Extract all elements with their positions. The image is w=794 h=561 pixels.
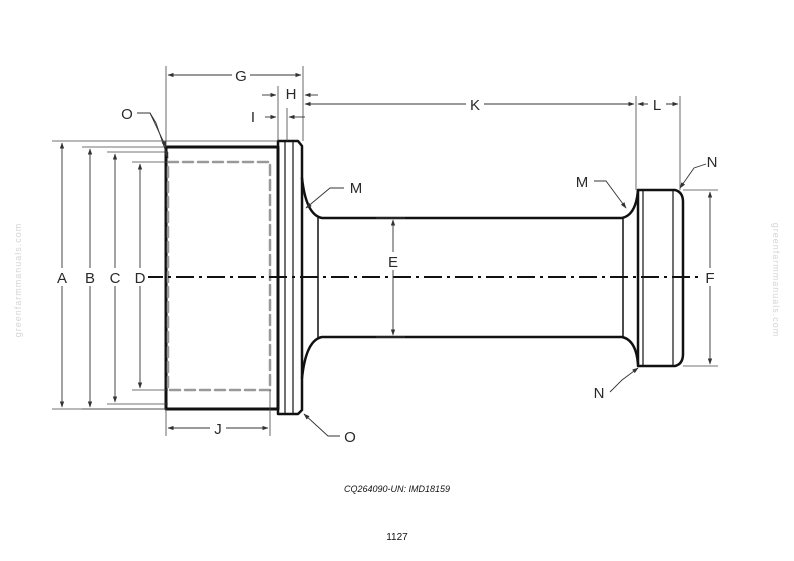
flange (276, 139, 304, 416)
label-d: D (135, 270, 146, 287)
label-f: F (705, 270, 714, 287)
label-g: G (235, 68, 247, 85)
label-o-top: O (121, 106, 133, 123)
label-h: H (286, 86, 297, 103)
label-m-left: M (350, 180, 363, 197)
label-l: L (653, 97, 661, 114)
page-number: 1127 (386, 532, 408, 543)
label-n-top: N (707, 154, 718, 171)
label-a: A (57, 270, 67, 287)
shaft-bottom (300, 335, 640, 380)
shaft-top (300, 176, 640, 220)
dimension-labels: A B C D E F G H I J K L O M M N N O (54, 66, 718, 446)
label-b: B (85, 270, 95, 287)
label-j: J (214, 421, 222, 438)
figure-id: CQ264090-UN: IMD18159 (343, 484, 451, 494)
end-cap (636, 188, 685, 368)
label-n-bottom: N (594, 385, 605, 402)
label-i: I (251, 109, 255, 126)
watermark-right: greenfarmmanuals.com (771, 222, 781, 338)
leader-lines (137, 112, 707, 437)
label-e: E (388, 254, 398, 271)
label-o-bottom: O (344, 429, 356, 446)
label-c: C (110, 270, 121, 287)
label-k: K (470, 97, 480, 114)
watermark-left: greenfarmmanuals.com (13, 222, 23, 338)
label-m-right: M (576, 174, 589, 191)
extension-lines (52, 66, 718, 436)
dimension-lines (59, 72, 713, 431)
